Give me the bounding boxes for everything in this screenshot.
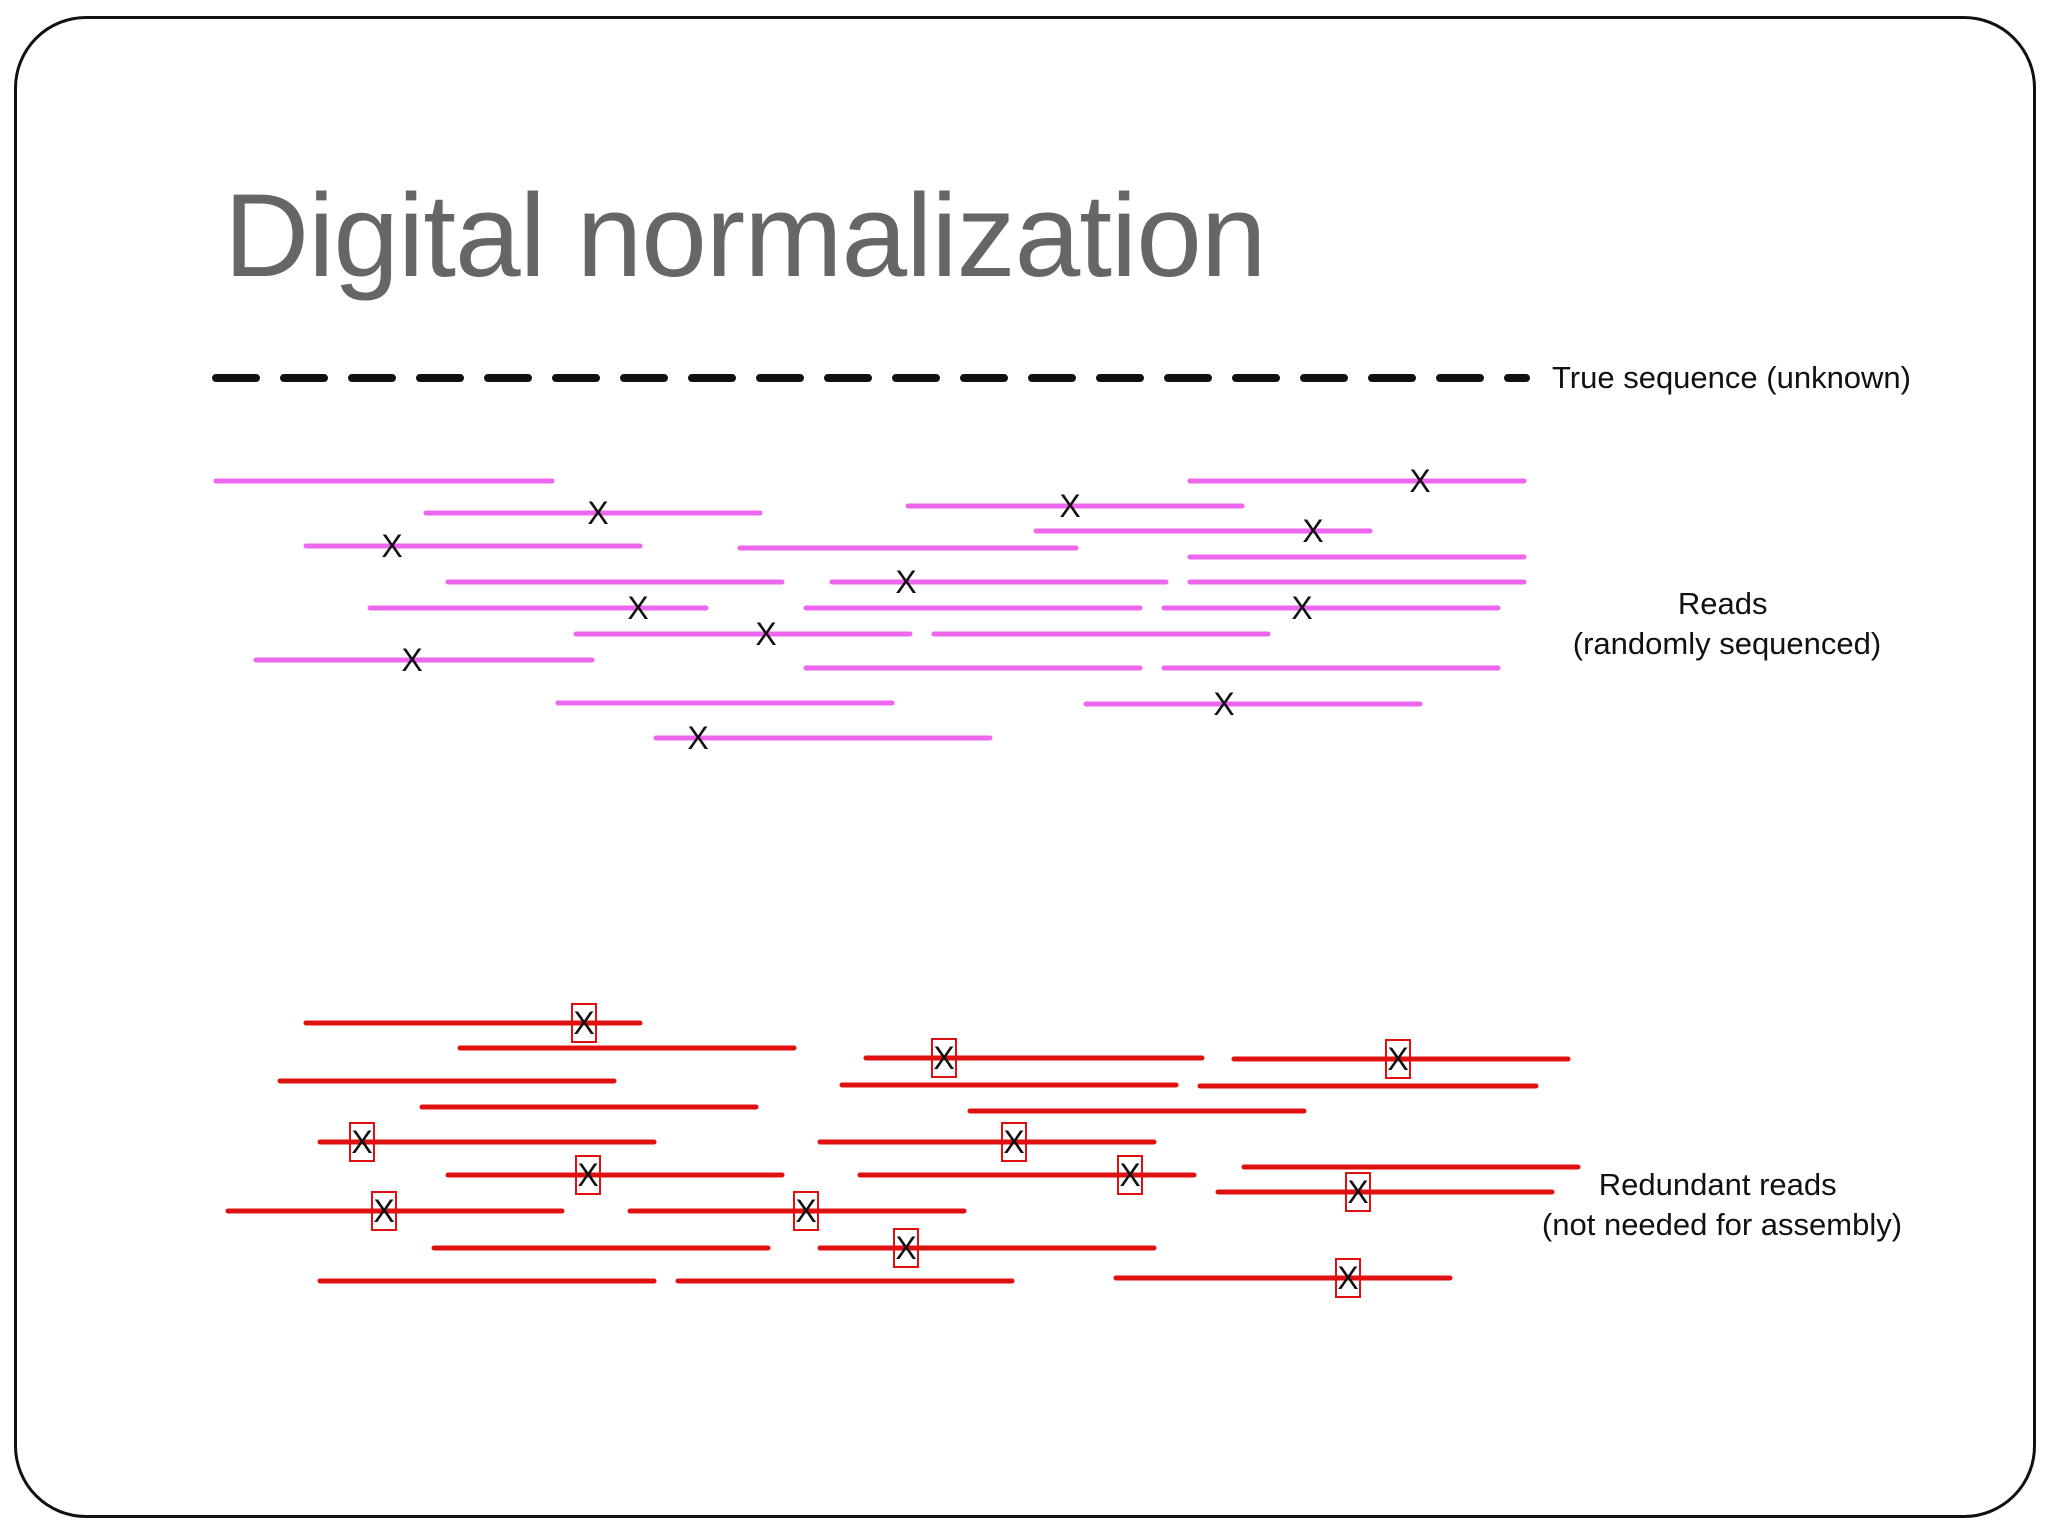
error-mark: X — [1291, 590, 1312, 626]
error-mark: X — [1347, 1174, 1368, 1210]
error-mark: X — [1003, 1124, 1024, 1160]
error-box — [1345, 1172, 1371, 1212]
error-mark: X — [795, 1193, 816, 1229]
error-mark: X — [577, 1157, 598, 1193]
redundant-reads-label: Redundant reads (not needed for assembly… — [1542, 1167, 1902, 1242]
error-mark: X — [627, 590, 648, 626]
error-mark: X — [1302, 513, 1323, 549]
slide-title: Digital normalization — [224, 170, 1266, 302]
redundant-reads-label-line1: Redundant reads — [1599, 1167, 1837, 1202]
true-sequence-label: True sequence (unknown) — [1552, 360, 1911, 395]
error-box — [1335, 1258, 1361, 1298]
error-mark: X — [351, 1124, 372, 1160]
reads-label: Reads (randomly sequenced) — [1573, 586, 1881, 661]
error-mark: X — [895, 1230, 916, 1266]
error-mark: X — [933, 1040, 954, 1076]
error-mark: X — [1119, 1157, 1140, 1193]
error-mark: X — [401, 642, 422, 678]
error-mark: X — [381, 528, 402, 564]
error-mark: X — [573, 1005, 594, 1041]
error-box — [793, 1191, 819, 1231]
error-box — [371, 1191, 397, 1231]
error-box — [1001, 1122, 1027, 1162]
error-mark: X — [587, 495, 608, 531]
error-box — [1117, 1155, 1143, 1195]
error-mark: X — [895, 564, 916, 600]
error-mark: X — [1213, 686, 1234, 722]
error-box — [575, 1155, 601, 1195]
reads-label-line1: Reads — [1678, 586, 1768, 621]
error-box — [571, 1003, 597, 1043]
error-box — [1385, 1039, 1411, 1079]
redundant-reads-label-line2: (not needed for assembly) — [1542, 1207, 1902, 1242]
error-mark: X — [373, 1193, 394, 1229]
error-mark: X — [1409, 463, 1430, 499]
error-mark: X — [1387, 1041, 1408, 1077]
error-mark: X — [1337, 1260, 1358, 1296]
error-mark: X — [687, 720, 708, 756]
error-mark: X — [755, 616, 776, 652]
slide-frame — [14, 16, 2036, 1518]
error-box — [893, 1228, 919, 1268]
error-box — [349, 1122, 375, 1162]
reads-group: X X X X X X X X X X X X — [213, 463, 1527, 756]
reads-label-line2: (randomly sequenced) — [1573, 626, 1881, 661]
error-mark: X — [1059, 488, 1080, 524]
error-box — [931, 1038, 957, 1078]
